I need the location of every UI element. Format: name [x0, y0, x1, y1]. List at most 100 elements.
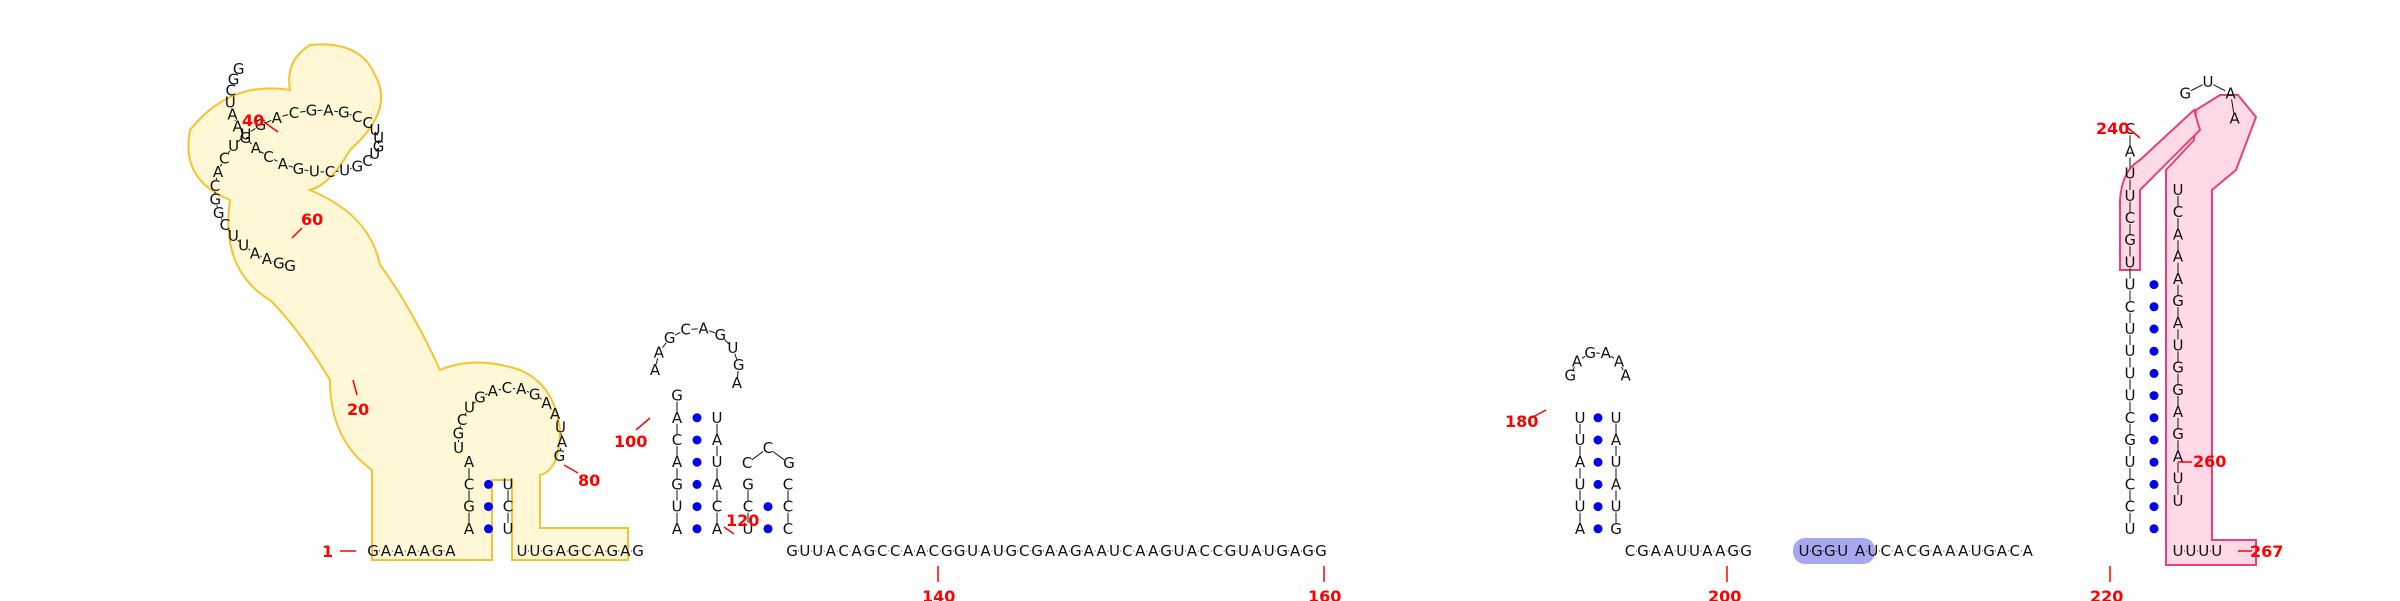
yellow-stem-base-pair — [484, 502, 493, 512]
hp100-loop-nucleotide: A — [650, 361, 661, 379]
hp100-left-nucleotide: A — [672, 453, 683, 471]
baseline-2-nucleotide: A — [594, 542, 605, 560]
baseline-3-nucleotide: G — [941, 542, 953, 560]
upper-domain-backbone-bond — [248, 248, 251, 251]
upper-domain-nucleotide: U — [238, 237, 249, 255]
hp180-loop-backbone-bond — [1610, 355, 1615, 359]
upper-domain-nucleotide: A — [262, 250, 273, 268]
upper-domain-nucleotide: A — [278, 155, 289, 173]
yellow-stem-left-nucleotide: A — [464, 520, 475, 538]
hp100-loop-nucleotide: A — [698, 320, 709, 338]
position-label-140: 140 — [922, 587, 955, 601]
baseline-3-nucleotide: U — [799, 542, 810, 560]
upper-domain-nucleotide: G — [209, 191, 221, 209]
hp180-loop-backbone-bond — [1581, 355, 1586, 359]
position-label-267: 267 — [2250, 542, 2283, 561]
upper-domain-nucleotide: U — [309, 163, 320, 181]
upper-domain-nucleotide: A — [251, 139, 262, 157]
hp100-right-nucleotide: U — [712, 409, 723, 427]
highlight-blue-nucleotide: U — [1837, 542, 1848, 560]
yellow-loop-nucleotide: A — [516, 380, 527, 398]
hp120-loop-backbone-bond — [751, 451, 764, 461]
baseline-4-nucleotide: C — [1625, 542, 1635, 560]
upper-domain-nucleotide: U — [228, 227, 239, 245]
baseline-4-nucleotide: U — [1689, 542, 1700, 560]
upper-domain-nucleotide: U — [369, 121, 380, 139]
pink-domain-outline — [2165, 94, 2258, 566]
yellow-stem-right-nucleotide: U — [503, 475, 514, 493]
upper-domain-backbone-bond — [250, 128, 256, 132]
upper-domain-nucleotide: U — [228, 137, 239, 155]
upper-domain-nucleotide: U — [369, 145, 380, 163]
hp100-loop-nucleotide: G — [664, 329, 676, 347]
yellow-domain-outline — [187, 43, 629, 561]
position-tick-20 — [352, 379, 358, 396]
upper-domain-backbone-bond — [260, 151, 264, 154]
hp240-base-pair — [2149, 280, 2159, 290]
baseline-3-nucleotide: A — [851, 542, 862, 560]
upper-domain-nucleotide: G — [351, 158, 363, 176]
hp180-loop-backbone-bond — [1621, 366, 1624, 371]
position-tick-100 — [635, 417, 651, 431]
baseline-3-nucleotide: A — [1290, 542, 1301, 560]
hp240-right-nucleotide: G — [2172, 292, 2184, 310]
baseline-3-nucleotide: G — [1031, 542, 1043, 560]
hp180-left-nucleotide: U — [1575, 498, 1586, 516]
hp180-right-nucleotide: A — [1611, 475, 1622, 493]
hp100-left-nucleotide: A — [672, 409, 683, 427]
hp100-loop-backbone-bond — [737, 370, 739, 378]
position-label-180: 180 — [1505, 412, 1538, 431]
upper-domain-nucleotide: G — [293, 160, 305, 178]
position-label-260: 260 — [2193, 452, 2226, 471]
hp120-right-nucleotide: C — [783, 520, 793, 538]
yellow-loop-nucleotide: G — [474, 389, 486, 407]
yellow-loop-backbone-bond — [464, 412, 467, 415]
baseline-5-nucleotide: A — [1894, 542, 1905, 560]
hp240-left-nucleotide: G — [2124, 431, 2136, 449]
baseline-5-nucleotide: U — [1971, 542, 1982, 560]
hp100-right-nucleotide: U — [712, 453, 723, 471]
baseline-4-nucleotide: A — [1651, 542, 1662, 560]
upper-domain-nucleotide: G — [373, 137, 385, 155]
baseline-1-nucleotide: A — [407, 542, 418, 560]
baseline-3-nucleotide: U — [812, 542, 823, 560]
hp180-loop-nucleotide: A — [1601, 344, 1612, 362]
baseline-3-nucleotide: U — [967, 542, 978, 560]
hp100-left-nucleotide: U — [672, 498, 683, 516]
hp180-base-pair — [1593, 479, 1603, 489]
hp240-left-nucleotide: U — [2125, 276, 2136, 294]
hp240-right-nucleotide: G — [2172, 381, 2184, 399]
baseline-3-nucleotide: G — [1160, 542, 1172, 560]
hp240-right-nucleotide: G — [2172, 359, 2184, 377]
yellow-stem-left-nucleotide: G — [463, 498, 475, 516]
baseline-3-nucleotide: G — [1005, 542, 1017, 560]
baseline-3-nucleotide: G — [864, 542, 876, 560]
upper-domain-backbone-bond — [240, 131, 243, 134]
baseline-1-nucleotide: G — [367, 542, 379, 560]
position-label-220: 220 — [2090, 587, 2123, 601]
upper-domain-nucleotide: U — [225, 94, 236, 112]
baseline-3-nucleotide: G — [1070, 542, 1082, 560]
tail-pink-nucleotide: U — [2198, 542, 2209, 560]
hp240-left-nucleotide: G — [2124, 231, 2136, 249]
upper-domain-nucleotide: C — [325, 163, 335, 181]
hp180-base-pair — [1593, 435, 1603, 445]
hp240-base-pair — [2149, 324, 2159, 334]
hp180-left-nucleotide: U — [1575, 431, 1586, 449]
hp180-loop-nucleotide: G — [1584, 344, 1596, 362]
hp180-base-pair — [1593, 457, 1603, 467]
hp100-loop-backbone-bond — [662, 342, 667, 348]
baseline-2-nucleotide: C — [581, 542, 591, 560]
hp240-right-nucleotide: U — [2173, 470, 2184, 488]
upper-domain-nucleotide: G — [240, 129, 252, 147]
yellow-stem-right-nucleotide: C — [503, 498, 513, 516]
upper-domain-backbone-bond — [375, 132, 378, 136]
hp240-base-pair — [2149, 346, 2159, 356]
upper-domain-backbone-bond — [375, 148, 378, 152]
baseline-5-nucleotide: A — [1945, 542, 1956, 560]
upper-domain-backbone-bond — [288, 165, 293, 168]
hp180-left-nucleotide: A — [1575, 453, 1586, 471]
yellow-stem-base-pair — [484, 524, 493, 534]
